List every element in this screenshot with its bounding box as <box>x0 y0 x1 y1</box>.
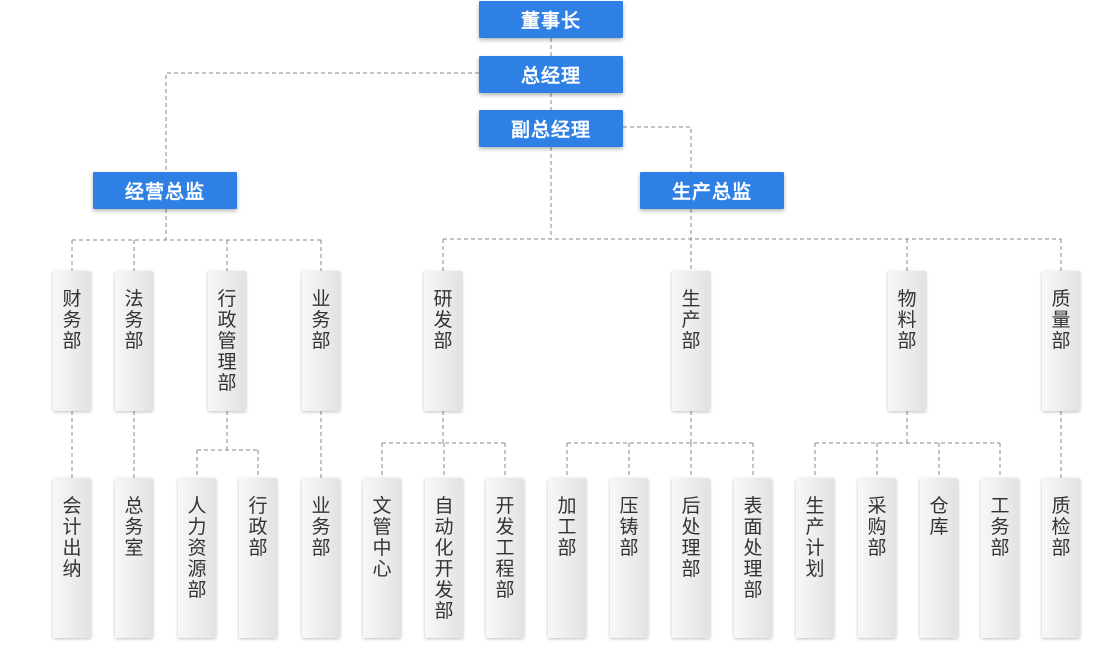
node-department: 研发部 <box>424 271 462 411</box>
node-department: 业务部 <box>302 271 340 411</box>
node-unit: 人力资源部 <box>178 478 216 638</box>
node-unit: 生产计划 <box>796 478 834 638</box>
node-unit: 业务部 <box>302 478 340 638</box>
node-unit: 文管中心 <box>363 478 401 638</box>
node-unit: 质检部 <box>1042 478 1080 638</box>
node-unit: 总务室 <box>115 478 153 638</box>
node-department: 财务部 <box>53 271 91 411</box>
node-department: 生产部 <box>672 271 710 411</box>
node-department: 物料部 <box>888 271 926 411</box>
node-department: 行政管理部 <box>208 271 246 411</box>
node-unit: 加工部 <box>548 478 586 638</box>
node-deputy-gm: 副总经理 <box>479 110 623 147</box>
node-unit: 会计出纳 <box>53 478 91 638</box>
node-unit: 工务部 <box>981 478 1019 638</box>
node-unit: 仓库 <box>920 478 958 638</box>
node-department: 法务部 <box>115 271 153 411</box>
node-operations-director: 经营总监 <box>93 172 237 209</box>
node-chairman: 董事长 <box>479 1 623 38</box>
node-unit: 压铸部 <box>610 478 648 638</box>
node-unit: 自动化开发部 <box>425 478 463 638</box>
node-department: 质量部 <box>1042 271 1080 411</box>
node-production-director: 生产总监 <box>640 172 784 209</box>
node-unit: 表面处理部 <box>734 478 772 638</box>
node-general-manager: 总经理 <box>479 56 623 93</box>
node-unit: 行政部 <box>239 478 277 638</box>
node-unit: 后处理部 <box>672 478 710 638</box>
node-unit: 采购部 <box>858 478 896 638</box>
node-unit: 开发工程部 <box>486 478 524 638</box>
